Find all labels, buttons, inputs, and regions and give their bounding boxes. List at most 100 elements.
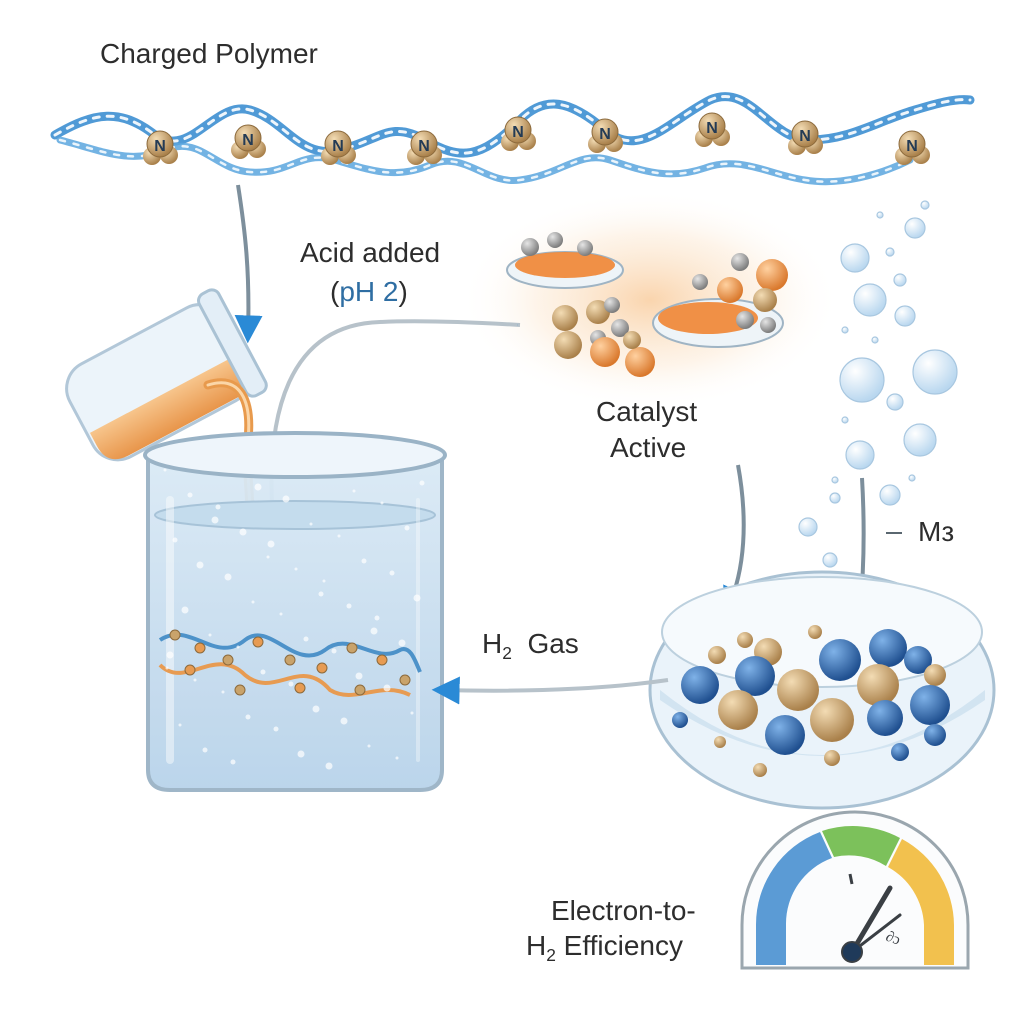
polymer-node: N	[588, 118, 623, 153]
beaker-particle	[340, 717, 348, 725]
label-catalyst-active: Active	[610, 432, 687, 463]
gas-bubble	[839, 357, 885, 403]
beaker-particle	[413, 594, 421, 602]
polymer-node: N	[321, 130, 356, 165]
beaker-particle	[395, 756, 399, 760]
beaker-particle	[288, 681, 294, 687]
beaker-particle	[419, 480, 425, 486]
beaker-particle	[163, 468, 167, 472]
gas-bubble	[879, 484, 901, 506]
catalyst-bead	[604, 297, 620, 313]
gas-bubble	[840, 243, 870, 273]
node-letter: N	[906, 138, 918, 155]
gas-bubble	[904, 217, 926, 239]
catalyst-bead	[554, 331, 582, 359]
catalyst-dish-right	[652, 298, 784, 348]
beaker-particle	[178, 723, 182, 727]
reaction-bead	[857, 664, 899, 706]
beaker-particle	[297, 750, 305, 758]
beaker-particle	[266, 555, 270, 559]
reaction-bead	[708, 646, 726, 664]
beaker-particle	[410, 711, 414, 715]
beaker-particle	[166, 651, 174, 659]
beaker-particle	[279, 612, 283, 616]
acid-ph-value: pH 2	[339, 276, 399, 307]
beaker-particle	[254, 483, 262, 491]
gauge-glyphs: ∂ɔ	[884, 929, 903, 949]
catalyst-bead	[756, 259, 788, 291]
gauge-zone-mid	[822, 826, 900, 866]
reaction-bead	[869, 629, 907, 667]
acid-paren-close: )	[398, 276, 408, 307]
label-electron-to: Electron-to-	[551, 895, 696, 926]
gauge-hub	[841, 941, 863, 963]
beaker-particle	[221, 690, 225, 694]
eff-word: Efficiency	[563, 930, 683, 961]
chain-bead	[284, 654, 296, 666]
beaker-particle	[380, 501, 384, 505]
beaker-particle	[404, 525, 410, 531]
beaker-particle	[187, 492, 193, 498]
reaction-bead	[672, 712, 688, 728]
node-atom	[591, 118, 619, 146]
reaction-bead	[924, 664, 946, 686]
label-catalyst: Catalyst	[596, 396, 698, 427]
arrow-polymer-to-beaker	[234, 184, 263, 344]
beaker-particle	[367, 744, 371, 748]
reaction-bead	[718, 690, 758, 730]
beaker-particle	[389, 570, 395, 576]
gas-bubble	[853, 283, 887, 317]
label-metal: Mз	[918, 516, 955, 547]
polymer-node: N	[407, 130, 442, 165]
beaker-particle	[346, 603, 352, 609]
reaction-bead	[765, 715, 805, 755]
catalyst-bead	[692, 274, 708, 290]
chain-bead	[169, 629, 181, 641]
reaction-bead	[735, 656, 775, 696]
beaker-particle	[331, 648, 337, 654]
node-atom	[898, 130, 926, 158]
beaker-particles	[163, 468, 425, 770]
gas-bubble	[920, 200, 930, 210]
gas-bubble	[845, 440, 875, 470]
gas-bubble	[908, 474, 916, 482]
beaker-particle	[239, 528, 247, 536]
label-h2-gas: H2 Gas	[482, 628, 579, 664]
node-atom	[324, 130, 352, 158]
catalyst-bead	[577, 240, 593, 256]
node-atom	[234, 124, 262, 152]
beaker-particle	[398, 639, 406, 647]
catalyst-bead	[586, 300, 610, 324]
beaker-particle	[370, 627, 378, 635]
gas-h: H	[482, 628, 503, 659]
beaker-particle	[322, 579, 326, 583]
catalyst-bead	[611, 319, 629, 337]
gas-bubble	[841, 326, 849, 334]
acid-paren-open: (	[330, 276, 340, 307]
gas-bubble	[876, 211, 884, 219]
arrow-dish-to-beaker	[431, 676, 669, 705]
eff-h: H	[526, 930, 547, 961]
chain-bead	[252, 636, 264, 648]
rising-gas-bubbles	[798, 200, 958, 604]
reaction-bead	[924, 724, 946, 746]
polymer-node: N	[231, 124, 266, 159]
gas-bubble	[893, 273, 907, 287]
beaker-particle	[312, 705, 320, 713]
node-letter: N	[418, 138, 430, 155]
beaker-particle	[245, 714, 251, 720]
beaker-particle	[172, 537, 178, 543]
chain-bead	[399, 674, 411, 686]
eff-subscript: 2	[546, 945, 556, 966]
gas-bubble	[841, 416, 849, 424]
gas-bubble	[831, 476, 839, 484]
gas-bubble	[903, 423, 937, 457]
beaker-particle	[374, 615, 380, 621]
reaction-bead	[824, 750, 840, 766]
label-h2-efficiency: H2 Efficiency	[526, 930, 683, 966]
label-acid-ph: (pH 2)	[330, 276, 408, 308]
reaction-bead	[777, 669, 819, 711]
gas-bubble	[885, 247, 895, 257]
chain-bead	[294, 682, 306, 694]
